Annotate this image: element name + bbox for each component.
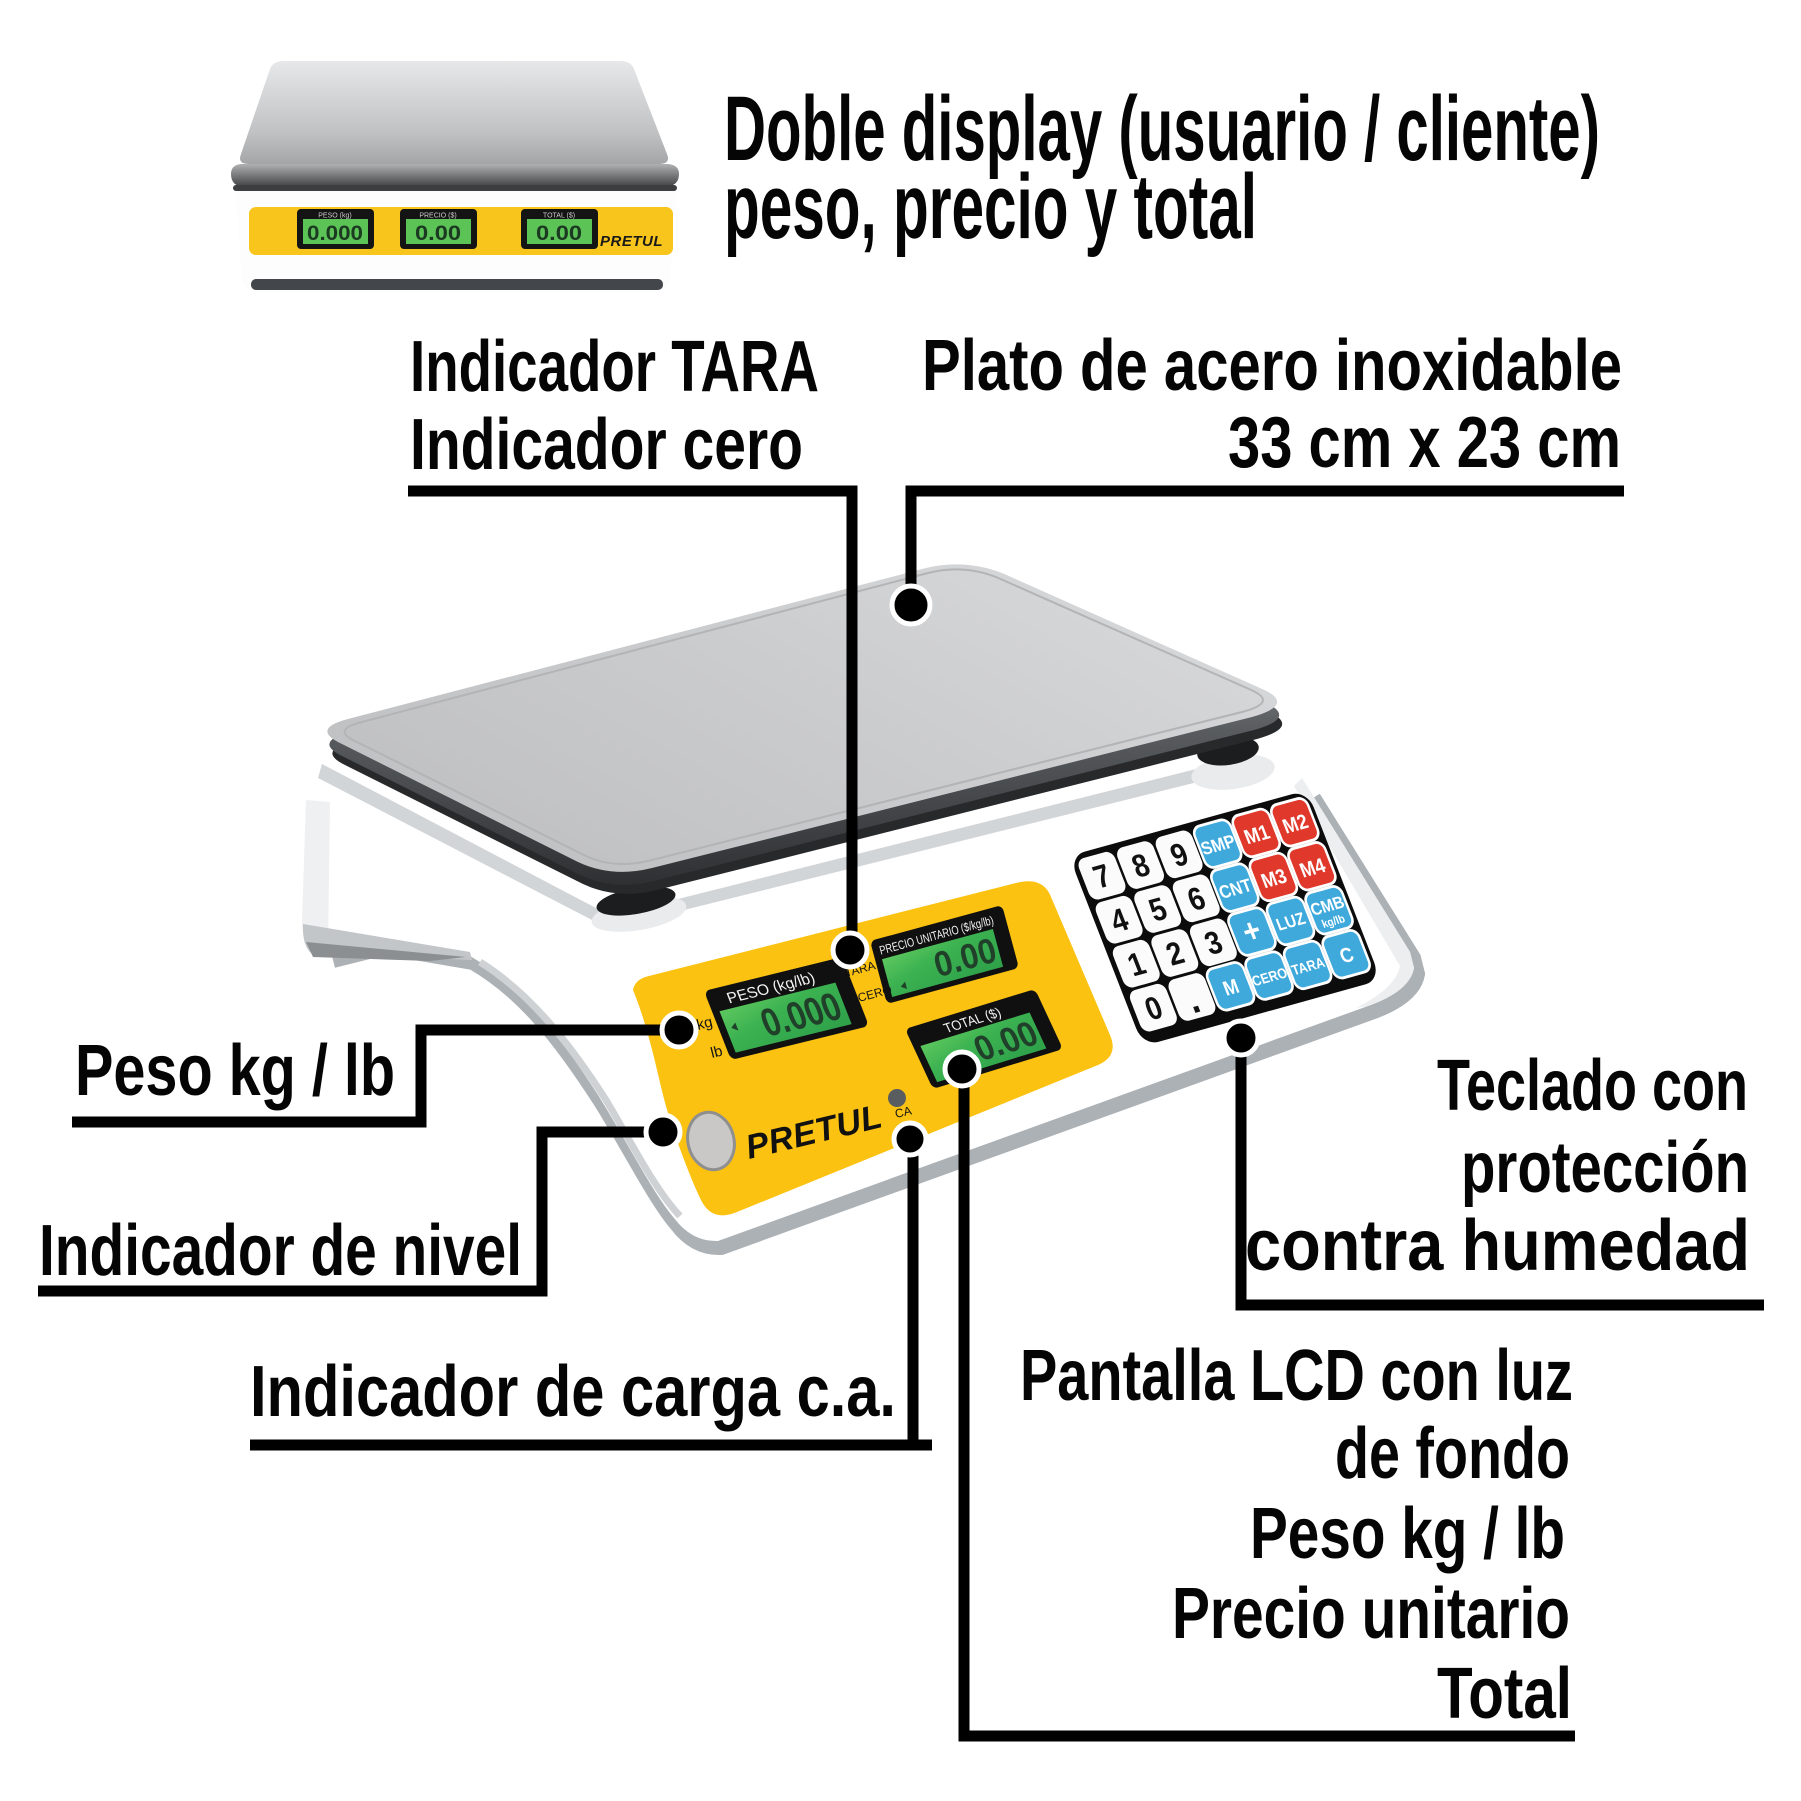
svg-text:kg/lb: kg/lb: [1320, 913, 1347, 931]
svg-text:CA: CA: [894, 1104, 913, 1121]
svg-text:PRETUL: PRETUL: [600, 233, 663, 250]
svg-text:peso, precio y total: peso, precio y total: [724, 156, 1257, 258]
svg-text:0.000: 0.000: [307, 222, 363, 245]
svg-text:lb: lb: [709, 1043, 724, 1062]
svg-text:de fondo: de fondo: [1335, 1414, 1570, 1494]
svg-text:Indicador cero: Indicador cero: [410, 405, 803, 485]
svg-text:Indicador de carga c.a.: Indicador de carga c.a.: [250, 1352, 896, 1432]
svg-text:Precio unitario: Precio unitario: [1172, 1574, 1570, 1654]
svg-text:0.00: 0.00: [536, 222, 582, 245]
svg-text:Doble display (usuario / clien: Doble display (usuario / cliente): [724, 78, 1600, 180]
svg-text:Indicador de nivel: Indicador de nivel: [39, 1211, 522, 1291]
svg-text:0.00: 0.00: [415, 222, 461, 245]
svg-text:Peso kg / lb: Peso kg / lb: [1250, 1494, 1565, 1574]
svg-text:Plato de acero inoxidable: Plato de acero inoxidable: [922, 326, 1622, 406]
svg-text:TOTAL ($): TOTAL ($): [543, 213, 575, 220]
svg-text:33 cm x 23 cm: 33 cm x 23 cm: [1228, 403, 1621, 483]
svg-text:contra humedad: contra humedad: [1245, 1206, 1750, 1286]
svg-text:Indicador TARA: Indicador TARA: [410, 327, 819, 407]
svg-text:Teclado con: Teclado con: [1437, 1046, 1748, 1126]
svg-text:Peso kg / lb: Peso kg / lb: [75, 1031, 395, 1111]
svg-text:protección: protección: [1461, 1128, 1749, 1208]
svg-text:PRECIO ($): PRECIO ($): [419, 213, 456, 220]
svg-text:PESO (kg): PESO (kg): [318, 213, 351, 220]
svg-text:kg: kg: [695, 1014, 714, 1034]
svg-text:Pantalla LCD con luz: Pantalla LCD con luz: [1020, 1336, 1573, 1416]
svg-text:Total: Total: [1437, 1654, 1572, 1734]
